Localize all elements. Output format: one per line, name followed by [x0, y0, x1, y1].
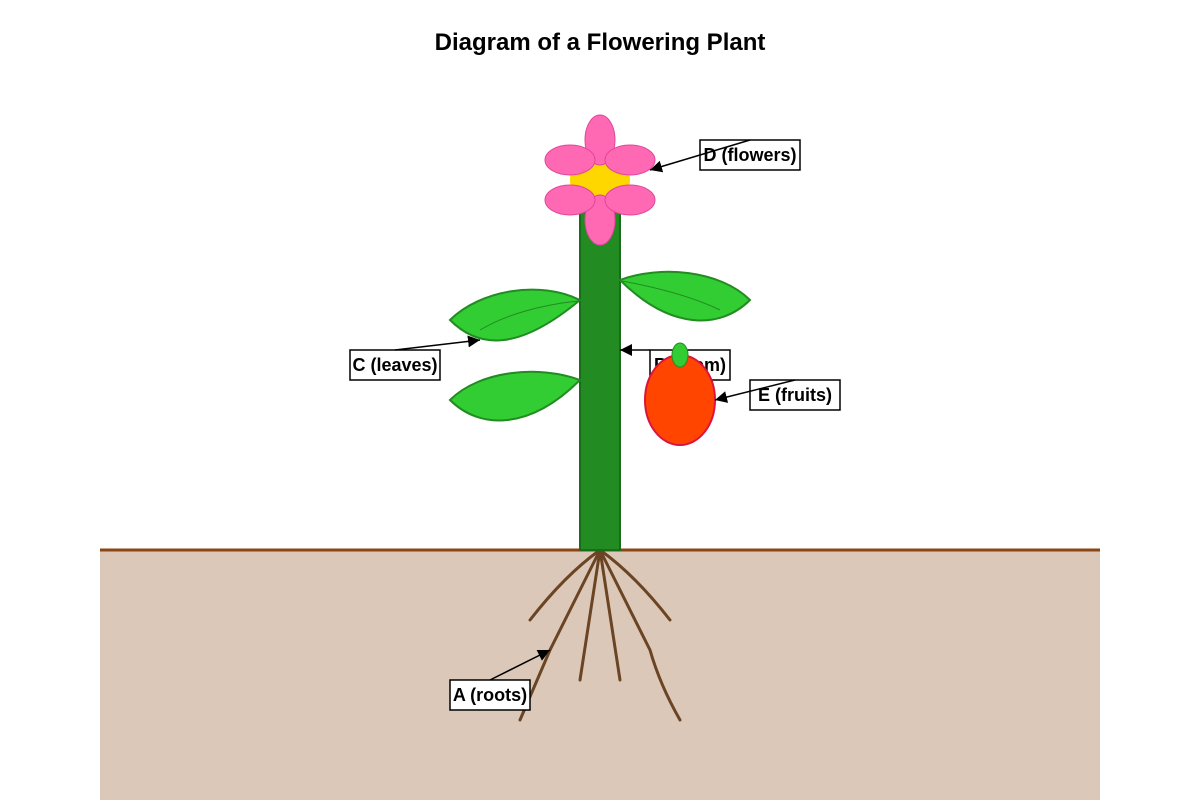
arrow-fruits — [714, 379, 796, 403]
diagram-title: Diagram of a Flowering Plant — [435, 29, 766, 56]
fruit-cap — [671, 342, 689, 368]
petal — [604, 144, 656, 176]
label-leaves: C (leaves) — [349, 349, 441, 381]
label-roots-text: A (roots) — [453, 685, 527, 705]
petal — [584, 194, 616, 246]
arrow-flowers — [649, 139, 751, 173]
label-roots: A (roots) — [449, 679, 531, 711]
flower — [544, 114, 656, 246]
arrow-leaves — [394, 335, 481, 351]
fruit-body — [644, 354, 716, 446]
leaf-upper-left — [448, 288, 582, 342]
label-flowers-text: D (flowers) — [703, 145, 796, 165]
petal — [604, 184, 656, 216]
fruit — [644, 342, 716, 446]
leaf-lower-left — [448, 370, 582, 422]
soil — [100, 550, 1100, 800]
stem — [579, 199, 621, 551]
petal — [544, 184, 596, 216]
petal — [544, 144, 596, 176]
label-leaves-text: C (leaves) — [352, 355, 437, 375]
arrow-roots — [489, 649, 551, 681]
label-fruits: E (fruits) — [749, 379, 841, 411]
petal — [584, 114, 616, 166]
leaf-right — [618, 270, 752, 322]
label-flowers: D (flowers) — [699, 139, 801, 171]
label-fruits-text: E (fruits) — [758, 385, 832, 405]
